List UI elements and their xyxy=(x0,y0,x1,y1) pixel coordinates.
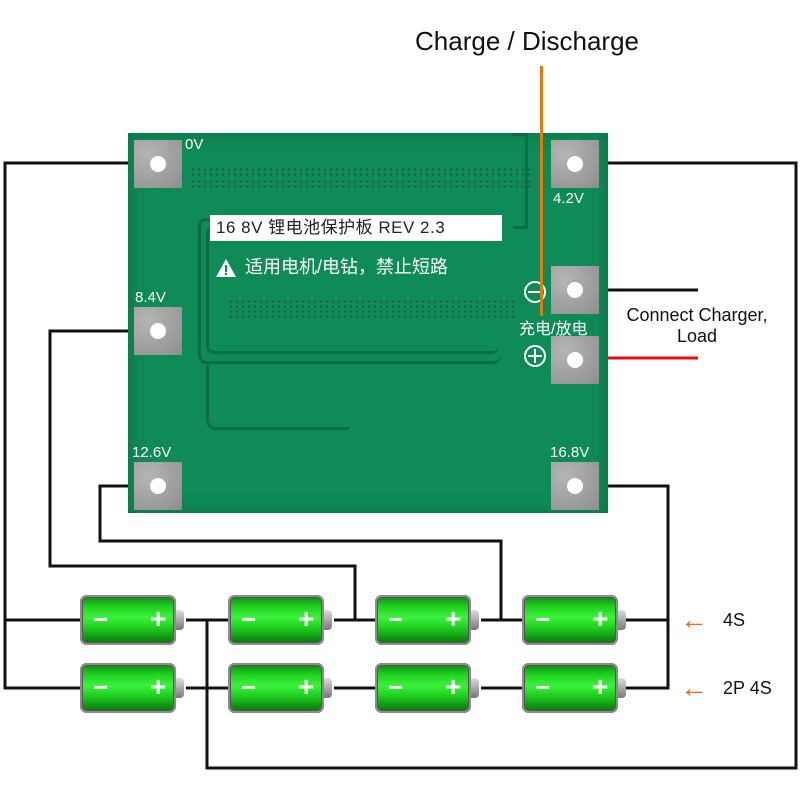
plus-sign: + xyxy=(150,603,167,634)
warning-text: 适用电机/电钻，禁止短路 xyxy=(245,257,448,277)
wire-16v8 xyxy=(575,484,670,690)
minus-sign: − xyxy=(535,604,551,634)
plus-sign: + xyxy=(150,671,167,702)
connect-label-line1: Connect Charger, xyxy=(626,305,768,325)
row-label-2p4s: 2P 4S xyxy=(723,678,772,698)
plus-sign: + xyxy=(298,671,315,702)
wire-12v6 xyxy=(98,484,503,620)
charge-discharge-title: Charge / Discharge xyxy=(415,26,639,56)
pcb-warning: 适用电机/电钻，禁止短路 xyxy=(215,253,448,279)
pad-12v6[interactable] xyxy=(134,462,182,510)
pad-16v8-label: 16.8V xyxy=(550,444,590,461)
minus-sign: − xyxy=(241,672,257,702)
minus-sign: − xyxy=(93,672,109,702)
pcb-model-label: 16 8V 锂电池保护板 REV 2.3 xyxy=(210,215,502,241)
pad-8v4-label: 8.4V xyxy=(135,289,166,306)
connect-label-line2: Load xyxy=(676,326,718,346)
pad-4v2-label: 4.2V xyxy=(553,190,584,207)
connect-charger-load-label: Connect Charger, Load xyxy=(606,305,788,347)
pad-charge-negative[interactable] xyxy=(551,266,599,314)
negative-polarity-icon xyxy=(524,281,546,303)
battery-cell-r2-c2: −+ xyxy=(226,663,334,713)
pad-hole xyxy=(567,156,583,172)
pad-hole xyxy=(567,352,583,368)
pcb-via-row xyxy=(228,309,518,319)
pad-12v6-label: 12.6V xyxy=(132,444,172,461)
positive-polarity-icon xyxy=(524,345,546,367)
pcb-via-row xyxy=(228,299,518,309)
minus-sign: − xyxy=(241,604,257,634)
pcb-via-row xyxy=(190,179,530,189)
battery-cell-r1-c2: −+ xyxy=(226,595,334,645)
pad-0v[interactable] xyxy=(134,140,182,188)
battery-cell-r2-c3: −+ xyxy=(373,663,481,713)
pad-4v2[interactable] xyxy=(551,140,599,188)
pad-0v-label: 0V xyxy=(185,136,204,153)
bms-pcb-board: 16 8V 锂电池保护板 REV 2.3 适用电机/电钻，禁止短路 0V 4.2… xyxy=(128,133,608,513)
wire-0v xyxy=(3,161,158,690)
minus-sign: − xyxy=(535,672,551,702)
pad-hole xyxy=(567,478,583,494)
pad-16v8[interactable] xyxy=(551,462,599,510)
pcb-via-row xyxy=(190,167,530,177)
minus-sign: − xyxy=(388,604,404,634)
wire-4v2 xyxy=(205,161,798,770)
minus-sign: − xyxy=(388,672,404,702)
pad-8v4[interactable] xyxy=(134,307,182,355)
pad-hole xyxy=(567,282,583,298)
wire-8v4 xyxy=(48,329,357,620)
pad-hole xyxy=(150,156,166,172)
plus-sign: + xyxy=(592,603,609,634)
plus-sign: + xyxy=(298,603,315,634)
pcb-trace xyxy=(206,365,349,430)
pad-hole xyxy=(150,478,166,494)
plus-sign: + xyxy=(445,603,462,634)
charge-discharge-pointer-line xyxy=(540,66,543,316)
pcb-trace xyxy=(206,226,499,354)
pad-hole xyxy=(150,323,166,339)
battery-cell-r2-c1: −+ xyxy=(78,663,186,713)
charge-discharge-cn-label: 充电/放电 xyxy=(519,321,588,338)
battery-cell-r1-c1: −+ xyxy=(78,595,186,645)
battery-cell-r1-c3: −+ xyxy=(373,595,481,645)
battery-cell-r2-c4: −+ xyxy=(520,663,628,713)
minus-sign: − xyxy=(93,604,109,634)
plus-sign: + xyxy=(445,671,462,702)
battery-cell-r1-c4: −+ xyxy=(520,595,628,645)
arrow-left-icon: ← xyxy=(680,604,708,635)
warning-icon xyxy=(216,259,236,278)
arrow-left-icon: ← xyxy=(680,672,708,703)
plus-sign: + xyxy=(592,671,609,702)
pad-charge-positive[interactable] xyxy=(551,336,599,384)
row-label-4s: 4S xyxy=(723,610,746,630)
